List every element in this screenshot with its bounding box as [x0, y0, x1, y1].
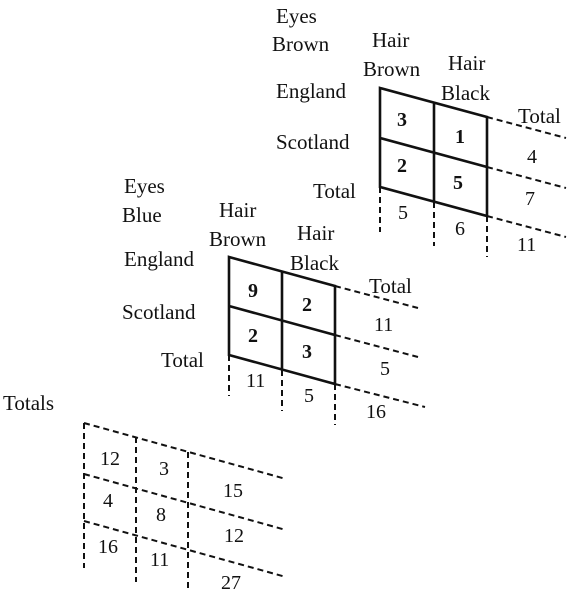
grid-dashed	[83, 422, 287, 592]
total-row-label: Total	[313, 179, 356, 203]
total-column-label: Total	[518, 104, 561, 128]
total-row-label: Total	[161, 348, 204, 372]
eyes-value: Brown	[272, 32, 330, 56]
col-total-value: 11	[246, 370, 265, 392]
cell-value: 3	[397, 109, 407, 131]
grand-total-value: 27	[221, 572, 241, 594]
cell-value: 9	[248, 280, 258, 302]
grid-solid	[227, 255, 337, 386]
grid-solid	[378, 86, 489, 218]
cell-value: 2	[248, 325, 258, 347]
cell-value: 4	[103, 490, 113, 512]
row-total-value: 15	[223, 480, 243, 502]
col1-hair-label: Hair	[219, 198, 256, 222]
cell-value: 5	[453, 172, 463, 194]
brown-eyes-table: Eyes Brown Hair Brown Hair Black Total E…	[272, 4, 567, 257]
col-total-value: 5	[304, 385, 314, 407]
col-total-value: 5	[398, 202, 408, 224]
cell-value: 2	[397, 155, 407, 177]
cell-value: 3	[302, 341, 312, 363]
eyes-value: Blue	[122, 203, 162, 227]
cell-value: 12	[100, 448, 120, 470]
cell-value: 8	[156, 504, 166, 526]
col-total-value: 11	[150, 549, 169, 571]
col1-color-label: Brown	[363, 57, 421, 81]
col-total-value: 6	[455, 218, 465, 240]
eyes-label: Eyes	[276, 4, 317, 28]
grand-total-value: 11	[517, 234, 536, 256]
blue-eyes-table: Eyes Blue Hair Brown Hair Black Total En…	[122, 174, 426, 425]
col-total-value: 16	[98, 536, 118, 558]
grid-dashed	[379, 116, 567, 257]
row-total-value: 7	[525, 188, 535, 210]
eyes-label: Eyes	[124, 174, 165, 198]
totals-label: Totals	[3, 391, 54, 415]
row-scotland-label: Scotland	[276, 130, 350, 154]
col2-color-label: Black	[441, 81, 490, 105]
row-total-value: 11	[374, 314, 393, 336]
cell-value: 2	[302, 294, 312, 316]
cell-value: 1	[455, 126, 465, 148]
col2-hair-label: Hair	[448, 51, 485, 75]
row-england-label: England	[276, 79, 346, 103]
col1-hair-label: Hair	[372, 28, 409, 52]
totals-table: Totals 12 3 4 8 15 12 16 11 27	[3, 391, 287, 594]
row-total-value: 5	[380, 358, 390, 380]
grand-total-value: 16	[366, 401, 386, 423]
col2-hair-label: Hair	[297, 221, 334, 245]
cell-value: 3	[159, 458, 169, 480]
col1-color-label: Brown	[209, 227, 267, 251]
grid-dashed	[228, 285, 426, 425]
col2-color-label: Black	[290, 251, 339, 275]
row-england-label: England	[124, 247, 194, 271]
row-scotland-label: Scotland	[122, 300, 196, 324]
total-column-label: Total	[369, 274, 412, 298]
row-total-value: 4	[527, 146, 537, 168]
row-total-value: 12	[224, 525, 244, 547]
